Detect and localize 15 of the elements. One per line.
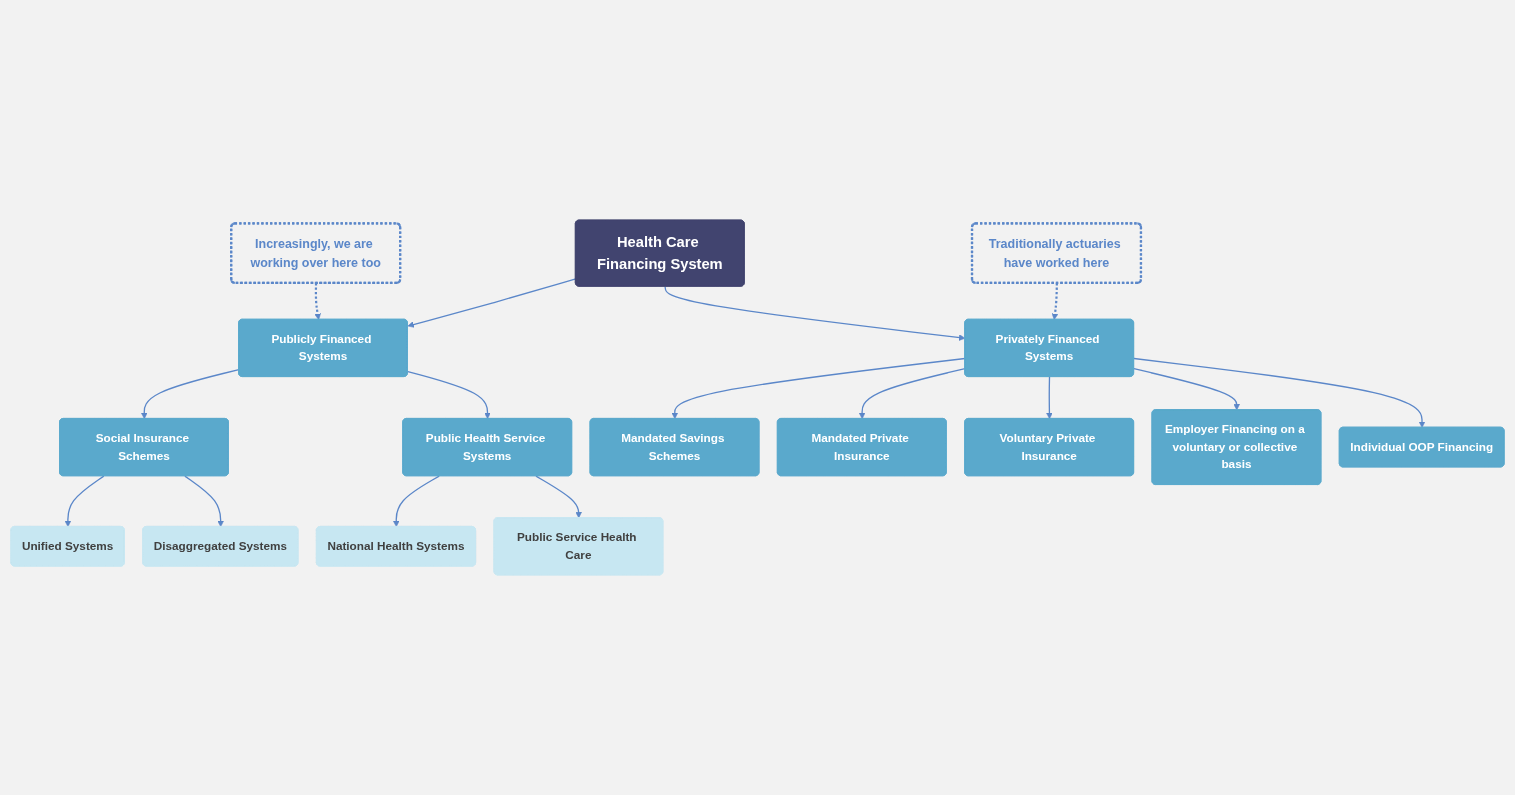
arrow (393, 475, 440, 528)
arrow (671, 357, 966, 420)
arrow (664, 285, 966, 341)
arrow (407, 370, 491, 420)
arrow (407, 278, 577, 328)
arrow (1133, 368, 1240, 411)
arrow (64, 475, 105, 528)
arrow (535, 475, 582, 519)
arrow (1133, 357, 1426, 428)
arrow (314, 283, 321, 320)
arrow (858, 368, 966, 420)
arrow (1051, 283, 1059, 320)
arrow (1046, 376, 1053, 420)
arrow (141, 368, 240, 420)
arrow (184, 475, 224, 528)
